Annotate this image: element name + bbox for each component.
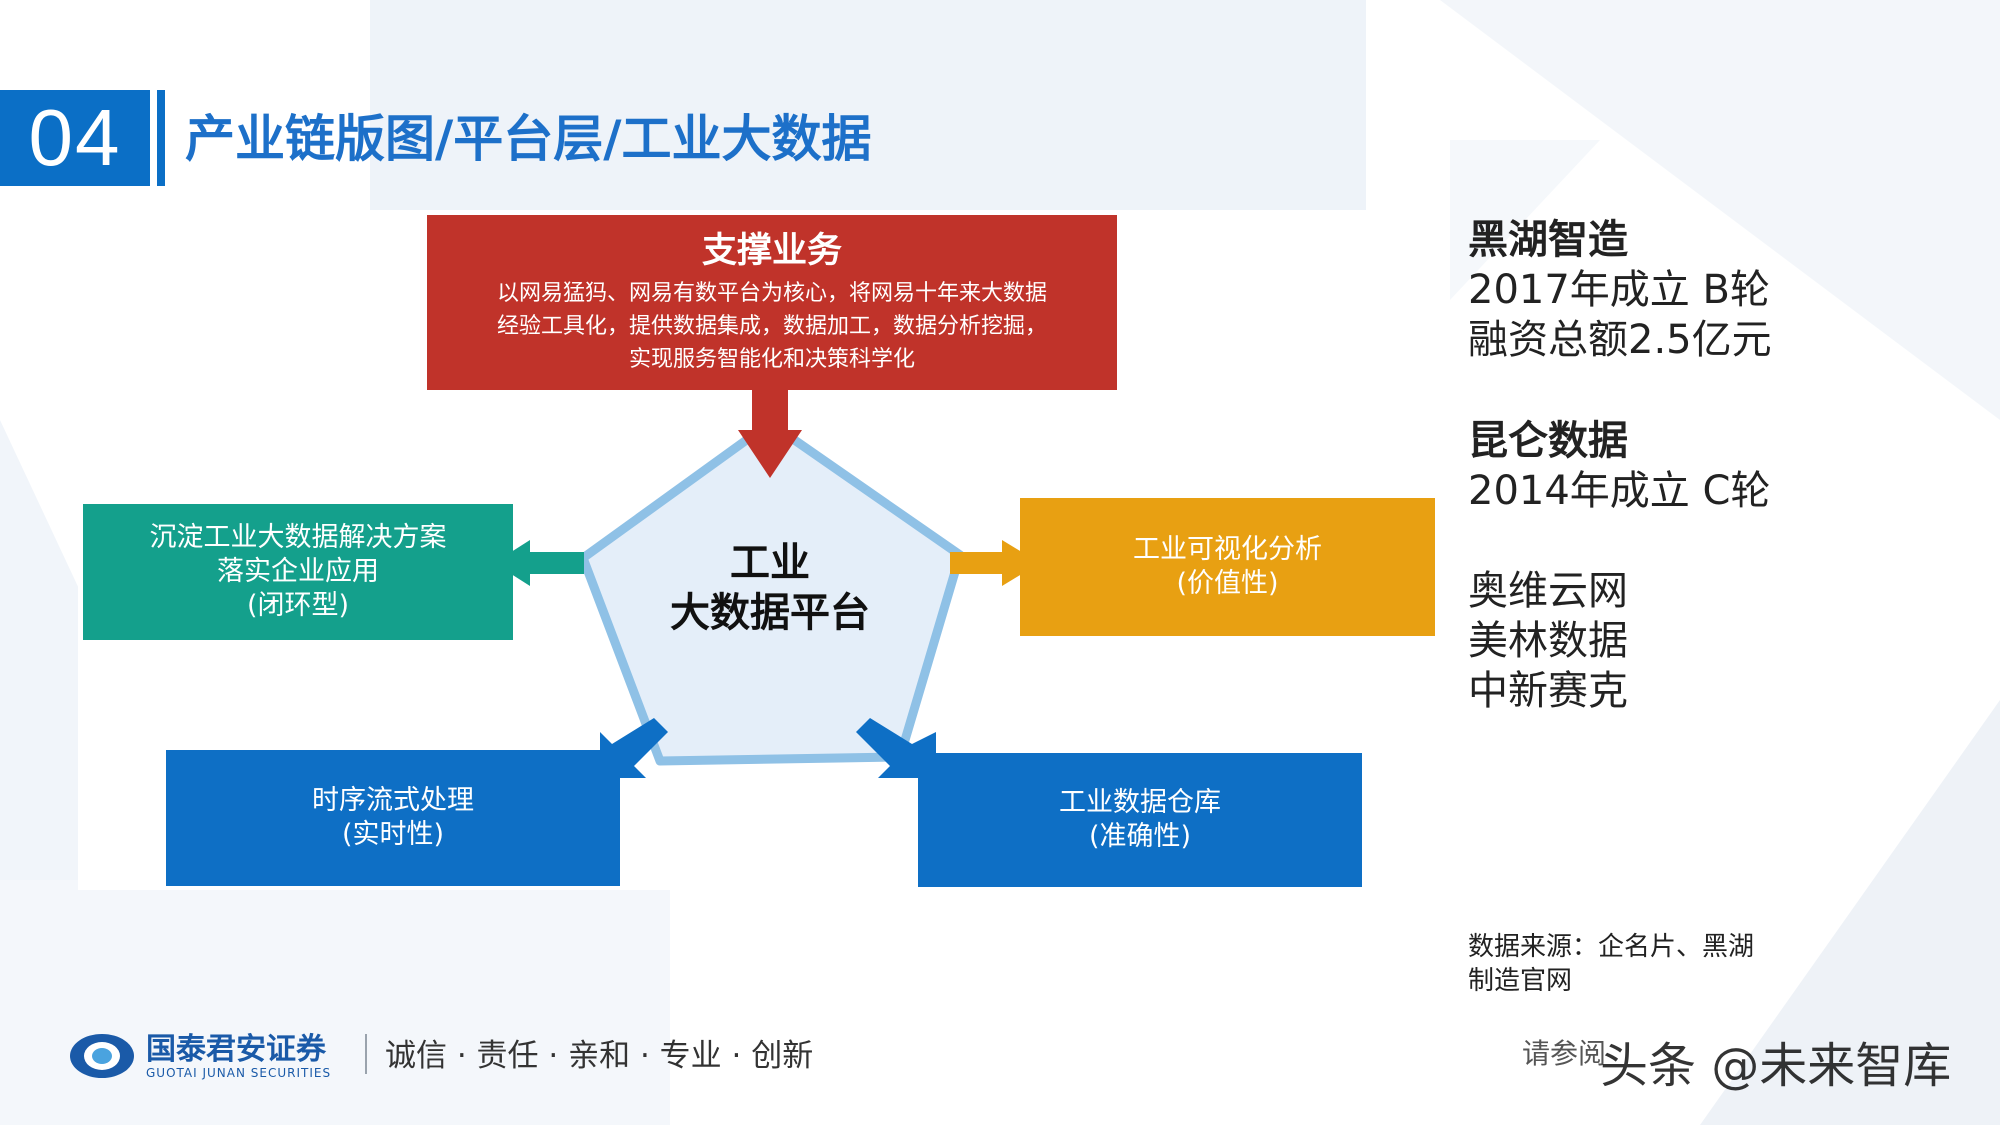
brand-logo-icon <box>70 1034 134 1078</box>
arrow-down-right <box>856 718 936 778</box>
solution-box: 沉淀工业大数据解决方案 落实企业应用 (闭环型) <box>83 504 513 640</box>
company-block: 昆仑数据 2014年成立 C轮 <box>1468 416 1770 516</box>
pentagon-shape <box>578 418 965 766</box>
footer-brand: 国泰君安证券 <box>146 1032 326 1067</box>
arrow-right <box>950 540 1040 586</box>
header-divider <box>157 90 165 186</box>
arrow-left <box>494 540 584 586</box>
pentagon-label: 工业 大数据平台 <box>640 538 900 638</box>
visualization-box-line: (价值性) <box>1176 568 1279 599</box>
source-note-line: 制造官网 <box>1468 966 1573 996</box>
footer-disclaimer: 请参阅 <box>1522 1037 1607 1070</box>
company-detail: 2017年成立 B轮 <box>1468 267 1770 313</box>
solution-box-line: (闭环型) <box>246 590 350 621</box>
company-list: 奥维云网 美林数据 中新赛克 <box>1468 566 1628 716</box>
pentagon-label-line: 大数据平台 <box>670 590 870 636</box>
company-name: 黑湖智造 <box>1468 217 1628 263</box>
source-note-line: 数据来源：企名片、黑湖 <box>1468 932 1755 962</box>
support-business-title: 支撑业务 <box>701 231 842 271</box>
stream-processing-box-line: (实时性) <box>341 819 445 850</box>
footer-slogan: 诚信 · 责任 · 亲和 · 专业 · 创新 <box>385 1038 814 1074</box>
source-note: 数据来源：企名片、黑湖 制造官网 <box>1468 930 1754 998</box>
support-business-line: 以网易猛犸、网易有数平台为核心，将网易十年来大数据 <box>496 281 1047 306</box>
stream-processing-box-line: 时序流式处理 <box>312 785 474 816</box>
watermark: 头条 @未来智库 <box>1600 1038 1952 1094</box>
data-warehouse-box-line: 工业数据仓库 <box>1059 787 1221 818</box>
page-title: 产业链版图/平台层/工业大数据 <box>185 110 872 168</box>
solution-box-line: 沉淀工业大数据解决方案 <box>149 522 447 553</box>
data-warehouse-box: 工业数据仓库 (准确性) <box>918 753 1362 887</box>
stream-processing-box: 时序流式处理 (实时性) <box>166 750 620 886</box>
company-name: 昆仑数据 <box>1468 418 1628 464</box>
support-business-box: 支撑业务 以网易猛犸、网易有数平台为核心，将网易十年来大数据 经验工具化，提供数… <box>427 215 1117 390</box>
footer-divider <box>365 1034 367 1074</box>
data-warehouse-box-line: (准确性) <box>1088 821 1192 852</box>
footer-brand-english: GUOTAI JUNAN SECURITIES <box>146 1066 332 1080</box>
visualization-box: 工业可视化分析 (价值性) <box>1020 498 1435 636</box>
company-detail: 融资总额2.5亿元 <box>1468 317 1772 363</box>
visualization-box-line: 工业可视化分析 <box>1133 534 1322 565</box>
solution-box-line: 落实企业应用 <box>217 556 379 587</box>
arrow-down <box>738 390 802 478</box>
pentagon-label-line: 工业 <box>730 540 810 586</box>
company-detail: 中新赛克 <box>1468 668 1628 714</box>
company-detail: 美林数据 <box>1468 618 1628 664</box>
company-detail: 2014年成立 C轮 <box>1468 468 1771 514</box>
section-number: 04 <box>0 90 150 186</box>
support-business-line: 经验工具化，提供数据集成，数据加工，数据分析挖掘， <box>496 314 1047 339</box>
support-business-line: 实现服务智能化和决策科学化 <box>628 347 915 372</box>
company-detail: 奥维云网 <box>1468 568 1628 614</box>
company-block: 黑湖智造 2017年成立 B轮 融资总额2.5亿元 <box>1468 215 1772 365</box>
